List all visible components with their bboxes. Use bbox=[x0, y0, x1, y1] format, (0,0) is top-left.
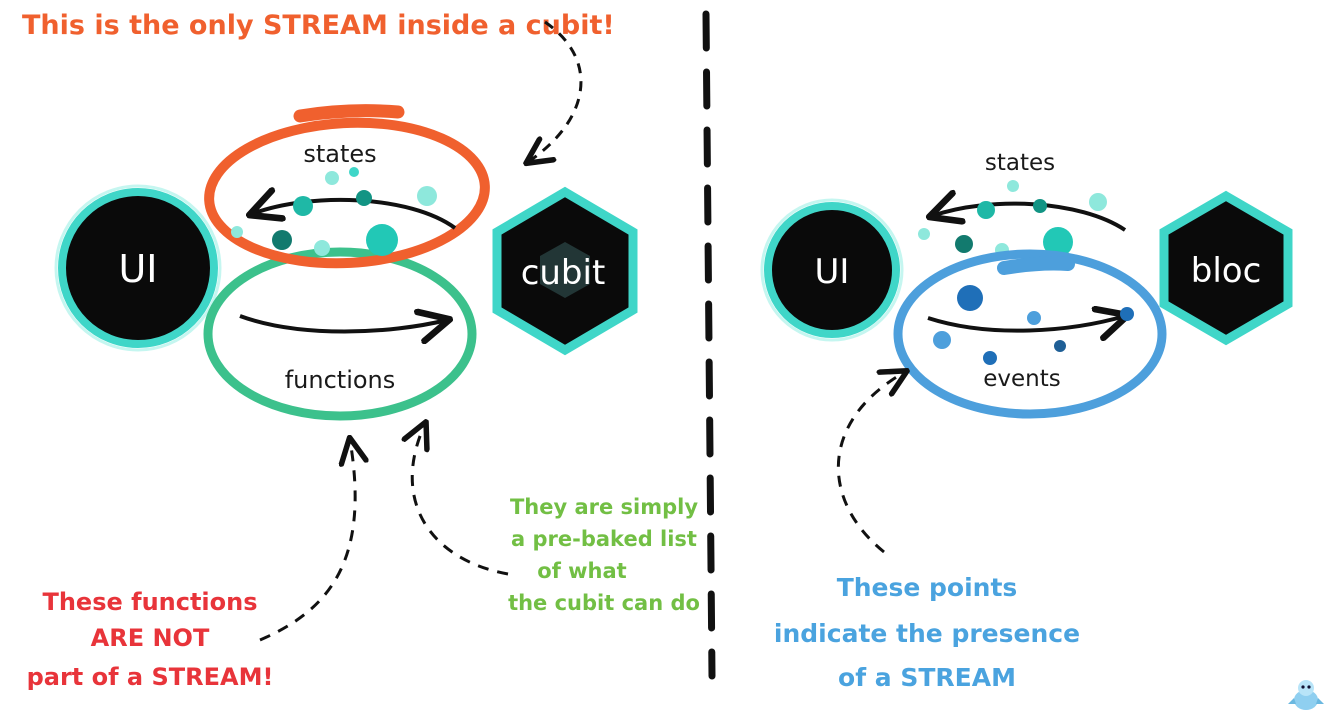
states-stream-loop bbox=[204, 117, 490, 269]
functions-note-line-3: part of a STREAM! bbox=[27, 663, 274, 691]
functions-note-arrow bbox=[259, 440, 355, 642]
points-note-arrow bbox=[836, 372, 905, 554]
functions-note-line-1: These functions bbox=[42, 588, 257, 616]
prebaked-note-line-4: the cubit can do bbox=[508, 591, 700, 615]
bloc-node: bloc bbox=[1159, 190, 1293, 346]
functions-note-line-2: ARE NOT bbox=[91, 624, 210, 652]
top-annotation: This is the only STREAM inside a cubit! bbox=[22, 10, 615, 41]
top-annotation-arrow bbox=[528, 20, 583, 162]
left-state-dots bbox=[231, 167, 437, 256]
points-note-line-3: of a STREAM bbox=[838, 663, 1016, 692]
prebaked-note-line-2: a pre-baked list bbox=[511, 527, 697, 551]
cubit-label: cubit bbox=[521, 253, 606, 293]
right-ui-label: UI bbox=[815, 252, 850, 292]
event-dots bbox=[933, 285, 1134, 365]
right-states-label: states bbox=[985, 150, 1055, 176]
right-ui-node: UI bbox=[760, 198, 904, 342]
center-divider bbox=[702, 10, 716, 680]
right-panel: UI bloc states bbox=[760, 150, 1324, 710]
cubit-node: cubit bbox=[492, 186, 638, 356]
points-note-line-1: These points bbox=[837, 573, 1018, 602]
events-label: events bbox=[983, 366, 1061, 392]
functions-arrow bbox=[239, 316, 447, 332]
events-stream-loop bbox=[893, 249, 1167, 419]
stream-points-note: These points indicate the presence of a … bbox=[774, 573, 1080, 692]
right-state-dots bbox=[918, 180, 1107, 257]
prebaked-note-arrow bbox=[412, 424, 509, 576]
points-note-line-2: indicate the presence bbox=[774, 619, 1080, 648]
left-ui-node: UI bbox=[54, 184, 222, 352]
functions-not-stream-note: These functions ARE NOT part of a STREAM… bbox=[27, 588, 274, 691]
left-states-label: states bbox=[303, 140, 376, 168]
functions-loop bbox=[203, 247, 477, 421]
bird-mascot-icon bbox=[1288, 680, 1324, 710]
prebaked-note-line-1: They are simply bbox=[510, 495, 698, 519]
left-ui-label: UI bbox=[118, 247, 157, 291]
bloc-label: bloc bbox=[1191, 251, 1262, 291]
left-panel: This is the only STREAM inside a cubit! … bbox=[22, 10, 700, 691]
functions-label: functions bbox=[285, 366, 396, 394]
events-arrow bbox=[927, 316, 1125, 331]
prebaked-note-line-3: of what bbox=[537, 559, 626, 583]
prebaked-list-note: They are simply a pre-baked list of what… bbox=[508, 495, 700, 615]
